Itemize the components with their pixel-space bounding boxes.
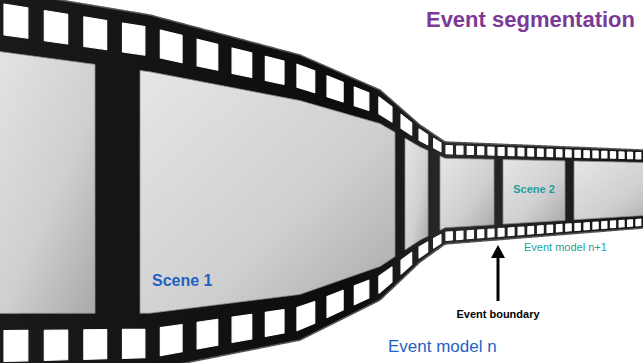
- event-model-label: Event model n: [388, 337, 497, 357]
- sprocket-hole: [619, 152, 624, 159]
- sprocket-hole: [628, 152, 633, 159]
- sprocket-hole: [379, 97, 392, 122]
- sprocket-hole: [197, 319, 218, 349]
- sprocket-hole: [44, 330, 67, 360]
- sprocket-hole: [547, 225, 553, 233]
- sprocket-hole: [575, 150, 580, 157]
- sprocket-hole: [457, 231, 463, 239]
- sprocket-hole: [528, 149, 534, 157]
- sprocket-hole: [327, 290, 343, 317]
- film-frame: [405, 138, 428, 250]
- sprocket-hole: [636, 219, 641, 226]
- sprocket-hole: [297, 64, 315, 92]
- sprocket-hole: [518, 148, 524, 156]
- sprocket-hole: [593, 151, 598, 158]
- sprocket-hole: [160, 30, 182, 63]
- sprocket-hole: [197, 39, 218, 70]
- sprocket-hole: [610, 152, 615, 159]
- sprocket-hole: [584, 151, 589, 158]
- sprocket-hole: [467, 146, 473, 154]
- scene-label: Scene 1: [152, 272, 212, 290]
- sprocket-hole: [232, 314, 252, 342]
- sprocket-hole: [556, 150, 561, 157]
- sprocket-hole: [619, 220, 624, 227]
- sprocket-hole: [160, 324, 182, 355]
- sprocket-hole: [419, 129, 428, 145]
- sprocket-hole: [528, 226, 534, 234]
- film-frame: [574, 161, 643, 220]
- film-frame-box: Scene 1: [140, 70, 390, 310]
- sprocket-hole: [265, 56, 284, 84]
- film-frame: [440, 156, 494, 230]
- sprocket-hole: [508, 148, 514, 156]
- diagram-title: Event segmentation: [426, 7, 635, 33]
- sprocket-hole: [457, 146, 463, 154]
- sprocket-hole: [401, 114, 412, 135]
- sprocket-hole: [628, 220, 633, 227]
- sprocket-hole: [434, 235, 441, 249]
- sprocket-hole: [232, 48, 252, 78]
- sprocket-hole: [547, 149, 553, 156]
- sprocket-hole: [297, 301, 315, 330]
- boundary-arrow: [497, 256, 500, 301]
- sprocket-hole: [419, 242, 428, 258]
- sprocket-hole: [327, 76, 343, 102]
- sprocket-hole: [478, 147, 484, 155]
- sprocket-hole: [556, 224, 561, 231]
- sprocket-hole: [401, 252, 412, 274]
- sprocket-hole: [488, 147, 494, 155]
- film-frame: [0, 52, 95, 314]
- film-frame-box: Scene 2: [503, 163, 565, 221]
- sprocket-hole: [265, 310, 284, 337]
- scene-label: Scene 2: [513, 183, 555, 195]
- sprocket-hole: [84, 330, 107, 360]
- sprocket-hole: [498, 228, 504, 236]
- sprocket-hole: [44, 11, 67, 44]
- sprocket-hole: [538, 149, 544, 156]
- sprocket-hole: [602, 221, 607, 228]
- sprocket-hole: [4, 330, 28, 361]
- sprocket-hole: [122, 329, 144, 358]
- sprocket-hole: [379, 267, 392, 293]
- sprocket-hole: [508, 228, 514, 236]
- sprocket-hole: [4, 4, 28, 38]
- sprocket-hole: [566, 150, 571, 157]
- sprocket-hole: [518, 227, 524, 235]
- sprocket-hole: [488, 229, 494, 237]
- sprocket-hole: [593, 222, 598, 229]
- boundary-arrowhead: [491, 245, 505, 258]
- sprocket-hole: [602, 151, 607, 158]
- film-frame: [503, 160, 565, 225]
- sprocket-hole: [584, 223, 589, 230]
- event-model-label: Event model n+1: [524, 241, 607, 253]
- sprocket-hole: [478, 230, 484, 238]
- sprocket-hole: [354, 280, 369, 304]
- sprocket-hole: [498, 147, 504, 155]
- boundary-label: Event boundary: [456, 308, 539, 320]
- sprocket-hole: [575, 223, 580, 230]
- sprocket-hole: [84, 17, 107, 50]
- sprocket-hole: [610, 221, 615, 228]
- sprocket-hole: [122, 23, 144, 55]
- sprocket-hole: [467, 230, 473, 238]
- sprocket-hole: [446, 232, 452, 241]
- sprocket-hole: [354, 87, 369, 111]
- sprocket-hole: [566, 224, 571, 231]
- film-frame: [140, 70, 395, 313]
- sprocket-hole: [538, 226, 544, 234]
- sprocket-hole: [446, 146, 452, 154]
- sprocket-hole: [434, 138, 441, 151]
- sprocket-hole: [636, 152, 641, 158]
